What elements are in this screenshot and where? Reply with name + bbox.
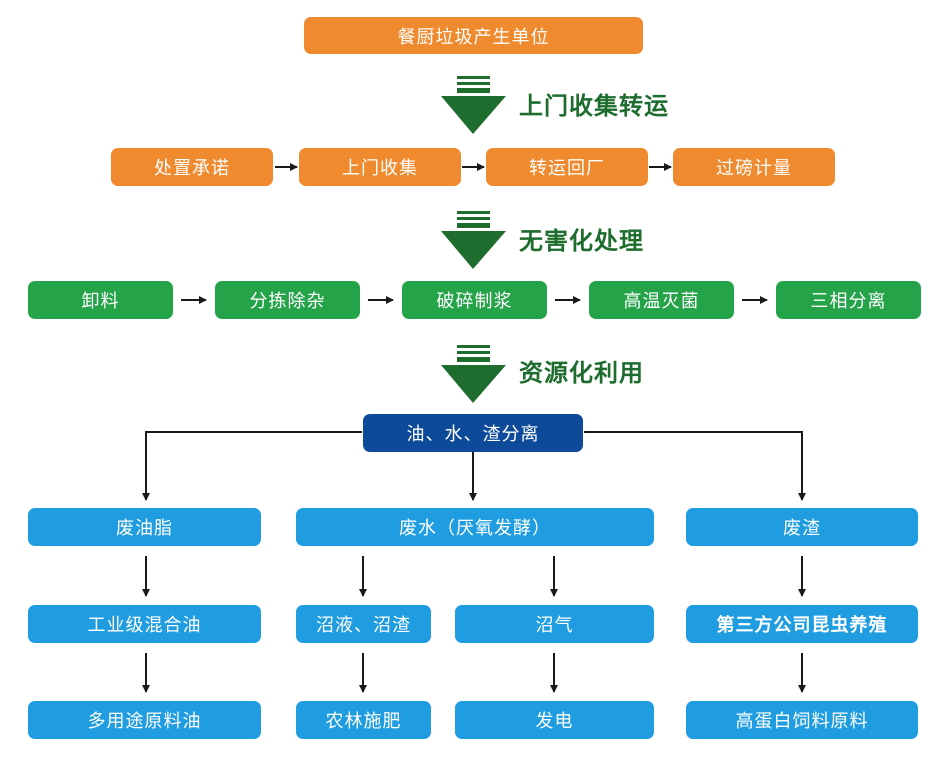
product-mixed-oil: 工业级混合油 [28, 605, 261, 643]
step-door-collection: 上门收集 [299, 148, 461, 186]
step-transport: 转运回厂 [486, 148, 648, 186]
stage-arrow-3 [441, 345, 506, 403]
product-digestate: 沼液、沼渣 [296, 605, 431, 643]
step-sorting: 分拣除杂 [215, 281, 360, 319]
step-crushing: 破碎制浆 [402, 281, 547, 319]
product-insect-farming: 第三方公司昆虫养殖 [686, 605, 918, 643]
step-sterilization: 高温灭菌 [589, 281, 734, 319]
waste-oil-box: 废油脂 [28, 508, 261, 546]
use-raw-oil: 多用途原料油 [28, 701, 261, 739]
source-box: 餐厨垃圾产生单位 [304, 17, 643, 54]
stage-arrow-2 [441, 211, 506, 269]
product-biogas: 沼气 [455, 605, 654, 643]
use-feed: 高蛋白饲料原料 [686, 701, 918, 739]
branch-right [584, 431, 806, 501]
step-weighing: 过磅计量 [673, 148, 835, 186]
step-unloading: 卸料 [28, 281, 173, 319]
stage2-title: 无害化处理 [519, 227, 644, 255]
step-three-phase: 三相分离 [776, 281, 921, 319]
stage3-title: 资源化利用 [519, 359, 644, 387]
use-power: 发电 [455, 701, 654, 739]
step-commitment: 处置承诺 [111, 148, 273, 186]
branch-left [142, 431, 362, 501]
waste-water-box: 废水（厌氧发酵） [296, 508, 654, 546]
use-fertilizer: 农林施肥 [296, 701, 431, 739]
separation-box: 油、水、渣分离 [363, 414, 583, 452]
waste-slag-box: 废渣 [686, 508, 918, 546]
stage-arrow-1 [441, 76, 506, 134]
stage1-title: 上门收集转运 [519, 92, 669, 120]
